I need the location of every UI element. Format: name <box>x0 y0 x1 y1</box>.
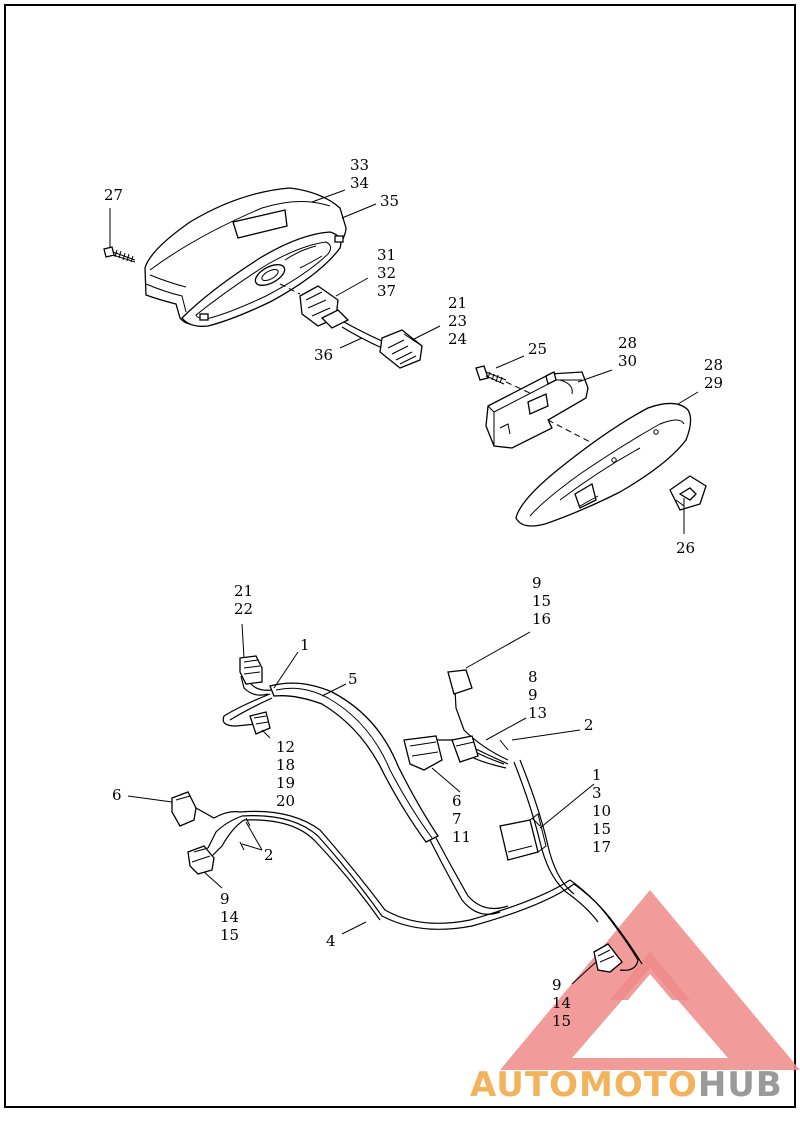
callout-number: 25 <box>528 340 547 358</box>
callout-number: 11 <box>452 828 471 846</box>
bulb-socket-pigtail <box>279 283 423 369</box>
callout-number: 32 <box>377 264 396 282</box>
wiring-harness <box>171 655 643 973</box>
callout-number: 36 <box>314 346 333 364</box>
callout-number: 13 <box>528 704 547 722</box>
leader-lines <box>109 189 699 985</box>
callout-number: 2 <box>264 846 274 864</box>
callout-number: 22 <box>234 600 253 618</box>
callout-number: 9 <box>528 686 538 704</box>
callout-4: 4 <box>326 932 336 950</box>
callout-number: 2 <box>584 716 594 734</box>
callout-number: 30 <box>618 352 637 370</box>
callout-number: 9 <box>552 976 562 994</box>
callout-number: 6 <box>452 792 462 810</box>
callout-36: 36 <box>314 346 333 364</box>
drawing-border <box>4 4 796 1108</box>
callout-number: 9 <box>532 574 542 592</box>
watermark-text: AUTOMOTOHUB <box>470 1065 783 1105</box>
callout-35: 35 <box>380 192 399 210</box>
callout-number: 35 <box>380 192 399 210</box>
callout-number: 6 <box>112 786 122 804</box>
callout-2-right: 2 <box>584 716 594 734</box>
callout-number: 27 <box>104 186 123 204</box>
callout-number: 3 <box>592 784 602 802</box>
callout-number: 31 <box>377 246 396 264</box>
callout-number: 21 <box>448 294 467 312</box>
callout-number: 9 <box>220 890 230 908</box>
callout-number: 14 <box>220 908 239 926</box>
callout-27: 27 <box>104 186 123 204</box>
callout-number: 15 <box>552 1012 571 1030</box>
rear-lamp-housing <box>144 187 347 327</box>
callout-number: 29 <box>704 374 723 392</box>
callout-number: 18 <box>276 756 295 774</box>
watermark-triangle-icon <box>500 890 800 1070</box>
callout-number: 14 <box>552 994 571 1012</box>
screw-27 <box>103 246 136 263</box>
callout-5: 5 <box>348 670 358 688</box>
callout-number: 24 <box>448 330 467 348</box>
screw-25 <box>475 365 507 385</box>
callout-number: 5 <box>348 670 358 688</box>
svg-text:AUTOMOTOHUB: AUTOMOTOHUB <box>470 1065 783 1105</box>
callout-number: 21 <box>234 582 253 600</box>
callout-number: 1 <box>592 766 602 784</box>
callout-number: 15 <box>220 926 239 944</box>
callout-number: 4 <box>326 932 336 950</box>
callout-number: 17 <box>592 838 611 856</box>
callout-number: 8 <box>528 668 538 686</box>
callout-number: 12 <box>276 738 295 756</box>
callout-number: 16 <box>532 610 551 628</box>
callout-number: 28 <box>618 334 637 352</box>
callout-number: 23 <box>448 312 467 330</box>
nut-26 <box>669 475 707 511</box>
watermark-logo <box>500 890 800 1070</box>
callout-1-top: 1 <box>300 636 310 654</box>
callout-number: 20 <box>276 792 295 810</box>
callout-number: 28 <box>704 356 723 374</box>
callout-number: 33 <box>350 156 369 174</box>
callout-26: 26 <box>676 539 695 557</box>
callout-6-left: 6 <box>112 786 122 804</box>
callout-number: 34 <box>350 174 369 192</box>
mounting-bracket <box>475 365 641 469</box>
callout-number: 37 <box>377 282 396 300</box>
callout-number: 7 <box>452 810 462 828</box>
callout-2-left: 2 <box>264 846 274 864</box>
side-lamp-lens <box>515 402 692 527</box>
callout-number: 26 <box>676 539 695 557</box>
callout-number: 1 <box>300 636 310 654</box>
callout-number: 15 <box>592 820 611 838</box>
callout-number: 15 <box>532 592 551 610</box>
callout-number: 19 <box>276 774 295 792</box>
callout-25: 25 <box>528 340 547 358</box>
callout-number: 10 <box>592 802 611 820</box>
